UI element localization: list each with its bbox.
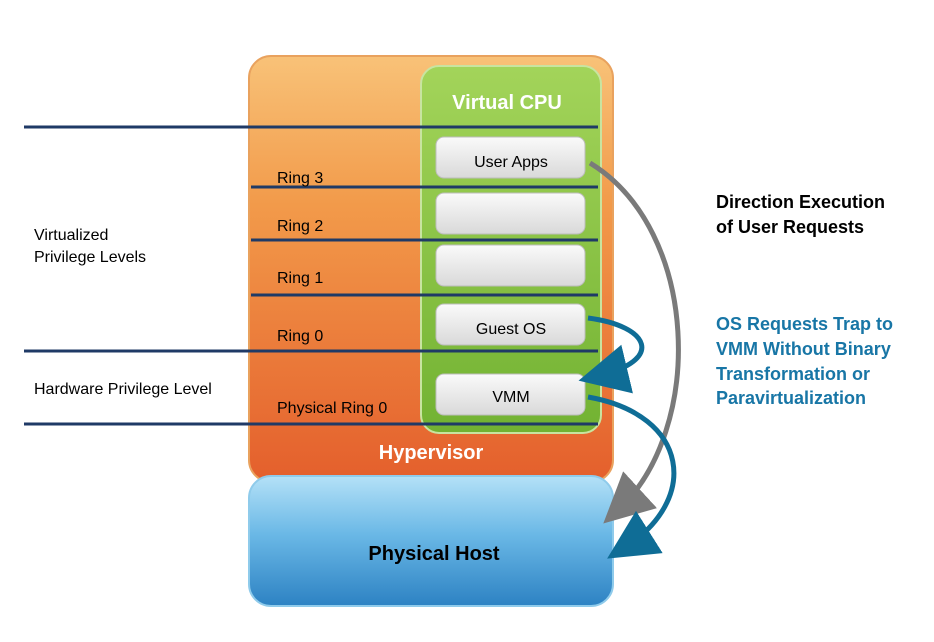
vmm-label: VMM [492,389,529,406]
trap-label-line3: Transformation or [716,364,870,384]
direction-label-line1: Direction Execution [716,192,885,212]
hardware-privilege-label: Hardware Privilege Level [34,381,212,398]
slot-user-apps [435,136,586,179]
physical-host-box [248,475,614,607]
virtualized-label-line1: Virtualized [34,227,108,244]
trap-label-line1: OS Requests Trap to [716,314,893,334]
virtualized-label-line2: Privilege Levels [34,249,146,266]
hypervisor-label: Hypervisor [379,442,484,464]
trap-label-line2: VMM Without Binary [716,339,891,359]
physical-ring0-label: Physical Ring 0 [277,400,387,417]
slot-empty-ring1 [435,244,586,287]
slot-guest-os [435,303,586,346]
ring1-label: Ring 1 [277,270,323,287]
privilege-lines [24,125,598,426]
ring0-label: Ring 0 [277,328,323,345]
physical-host-label: Physical Host [368,543,500,565]
trap-label-line4: Paravirtualization [716,388,866,408]
ring3-label: Ring 3 [277,170,323,187]
direction-label-line2: of User Requests [716,217,864,237]
os-trap-arrow [578,315,645,394]
guest-os-label: Guest OS [476,321,546,338]
slot-empty-ring2 [435,192,586,235]
vmm-to-host-arrow [587,394,677,559]
user-request-arrow [588,160,681,524]
user-apps-label: User Apps [474,154,548,171]
virtual-cpu-title: Virtual CPU [452,92,562,114]
slot-vmm [435,373,586,416]
ring2-label: Ring 2 [277,218,323,235]
